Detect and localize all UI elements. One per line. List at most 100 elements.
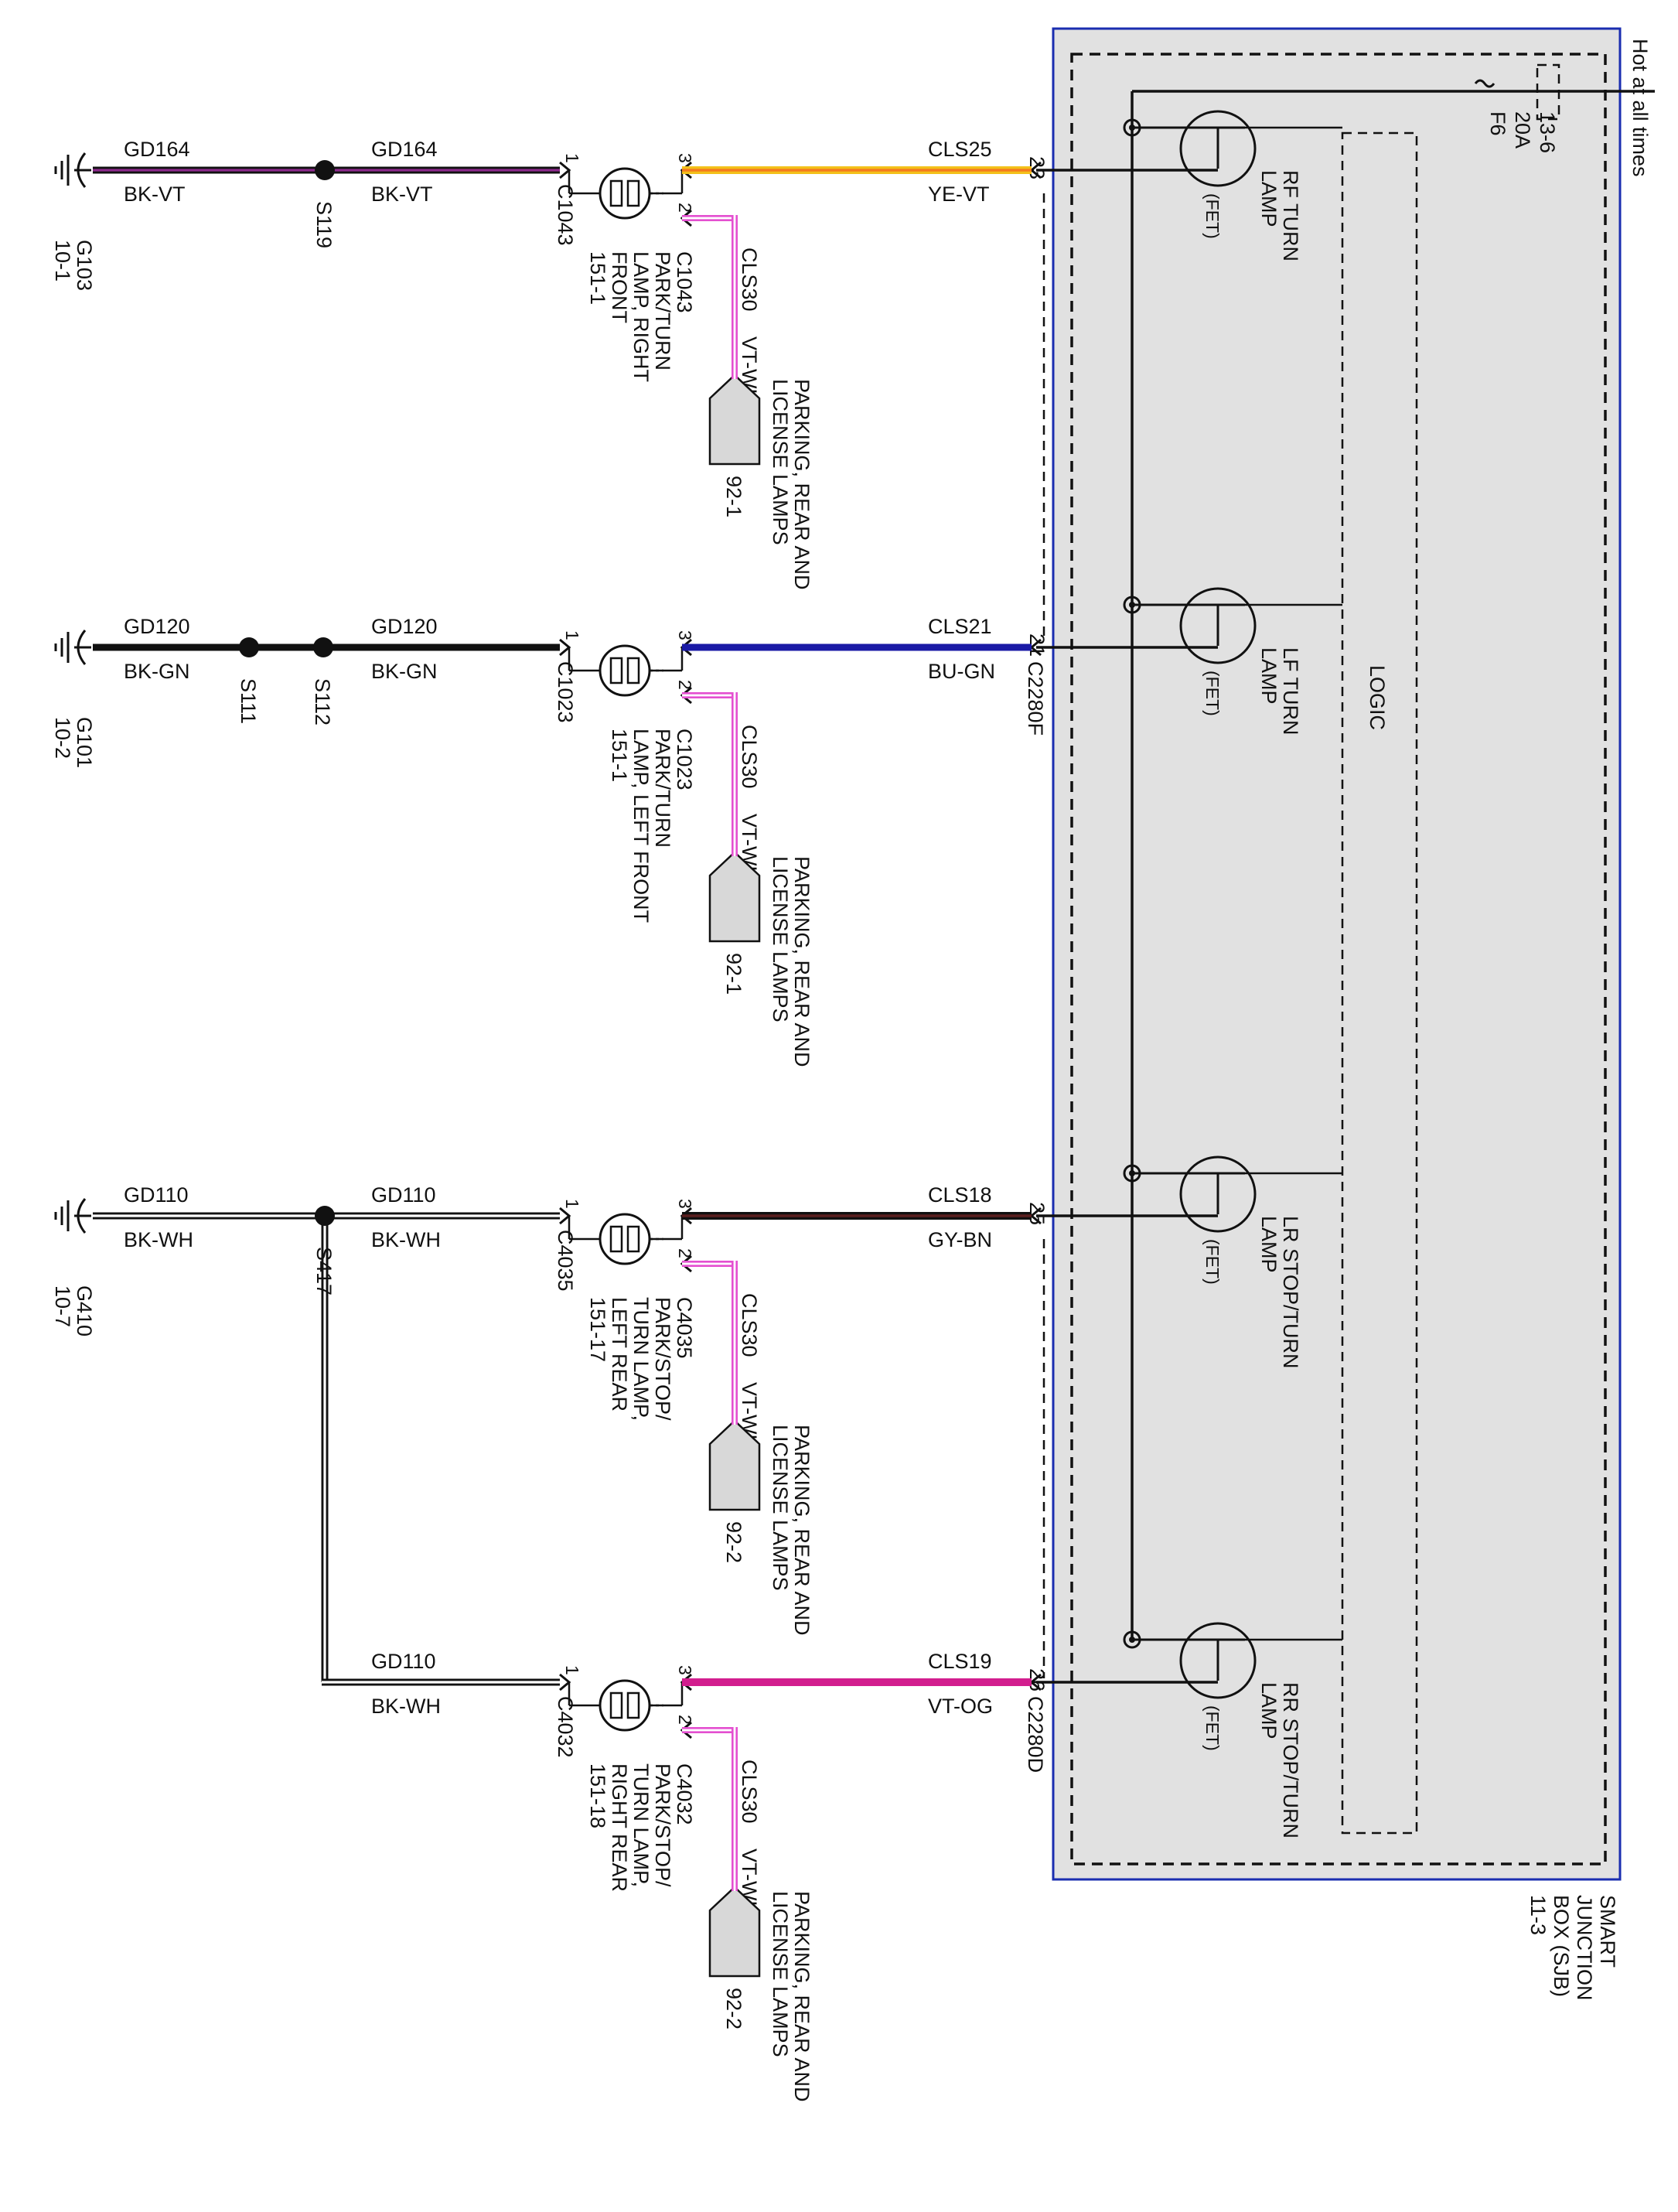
- ground-color-label: BK-WH: [371, 1695, 441, 1718]
- fet-name: LR STOP/TURN: [1279, 1216, 1302, 1369]
- ground-ref: 10-2: [51, 717, 74, 759]
- fet-name: LF TURN: [1279, 647, 1302, 736]
- pin1-arrow: [559, 161, 571, 179]
- ground-wire-label: GD110: [371, 1183, 436, 1207]
- circuit-label: CLS19: [928, 1650, 992, 1673]
- off-page-connector: [708, 374, 761, 466]
- off-page-connector: [708, 1886, 761, 1978]
- splice-label: S111: [237, 678, 260, 724]
- sjb-inner-dashed: [1070, 53, 1607, 1866]
- sjb-name-line: SMART: [1596, 1895, 1619, 1968]
- fet-name: LAMP: [1257, 1682, 1281, 1739]
- ground-id: G103: [73, 240, 96, 291]
- fet-label: (FET): [1202, 671, 1223, 716]
- lamp-name: 151-17: [586, 1297, 609, 1362]
- lamp-bulb: [599, 167, 684, 220]
- fet-name: RR STOP/TURN: [1279, 1682, 1302, 1838]
- feed-destination: PARKING, REAR AND: [790, 856, 813, 1067]
- splice-node: [313, 637, 333, 657]
- lamp-connector: C1043: [554, 184, 577, 246]
- splice-node: [315, 160, 335, 180]
- fuse-symbol: [1474, 79, 1496, 88]
- ground-wire-label: GD120: [124, 615, 190, 638]
- circuit-row: (FET)LF TURNLAMP21C2280FCLS21BU-GN32CLS3…: [554, 587, 1342, 1067]
- circuit-color-label: VT-OG: [928, 1695, 993, 1718]
- splice-node: [239, 637, 259, 657]
- lamp-pin: 1: [562, 1665, 582, 1675]
- lamp-name: LAMP, RIGHT: [629, 251, 653, 382]
- lamp-name: 151-1: [608, 729, 631, 782]
- feed-circuit-label: CLS30: [738, 725, 761, 789]
- feed-destination: LICENSE LAMPS: [769, 379, 792, 545]
- lamp-connector: C4032: [673, 1763, 696, 1825]
- fet-circle: [1179, 110, 1257, 187]
- feed-destination: LICENSE LAMPS: [769, 1425, 792, 1591]
- feed-destination: PARKING, REAR AND: [790, 1425, 813, 1636]
- ground-color-label: BK-GN: [371, 660, 438, 683]
- sjb-name-line: BOX (SJB): [1550, 1895, 1573, 1997]
- lamp-pin: 1: [562, 1199, 582, 1209]
- ground-color-label: BK-GN: [124, 660, 190, 683]
- lamp-name: PARK/STOP/: [651, 1763, 674, 1887]
- splice-label: S119: [312, 201, 336, 248]
- ground-wire-label: GD164: [124, 138, 190, 161]
- ground-color-label: BK-VT: [371, 183, 433, 206]
- feed-destination-ref: 92-1: [722, 476, 745, 517]
- fet-label: (FET): [1202, 1705, 1223, 1751]
- pin1-arrow: [559, 1673, 571, 1691]
- lamp-connector: C1043: [673, 251, 696, 313]
- sjb-outline: [1052, 27, 1622, 1881]
- fuse-holder: [1536, 63, 1560, 121]
- ground-symbol: [54, 1198, 91, 1234]
- feed-destination: LICENSE LAMPS: [769, 856, 792, 1022]
- ground-symbol: [54, 152, 91, 188]
- ground-color-label: BK-VT: [124, 183, 186, 206]
- off-page-connector: [708, 1419, 761, 1511]
- fuse-label: F6: [1486, 111, 1509, 136]
- ground-id: G101: [73, 717, 96, 768]
- lamp-bulb: [599, 1679, 684, 1732]
- fet-name: LAMP: [1257, 647, 1281, 705]
- ground-id: G410: [73, 1285, 96, 1336]
- lamp-pin: 2: [675, 680, 695, 690]
- feed-circuit-label: CLS30: [738, 1293, 761, 1357]
- ground-ref: 10-7: [51, 1285, 74, 1327]
- bulb-circle: [599, 644, 651, 697]
- circuit-color-label: YE-VT: [928, 183, 990, 206]
- bulb-circle: [599, 167, 651, 220]
- lamp-pin: 3: [675, 153, 695, 163]
- sjb-connector: C2280D: [1024, 1696, 1047, 1773]
- fet-name: LAMP: [1257, 170, 1281, 227]
- ground-ref: 10-1: [51, 240, 74, 282]
- lamp-name: TURN LAMP,: [629, 1297, 653, 1421]
- lamp-connector: C1023: [554, 661, 577, 723]
- lamp-pin: 2: [675, 203, 695, 213]
- feed-destination-ref: 92-2: [722, 1988, 745, 2029]
- lamp-name: LEFT REAR: [608, 1297, 631, 1412]
- lamp-connector: C4035: [554, 1230, 577, 1292]
- lamp-pin: 3: [675, 630, 695, 640]
- logic-block: [1341, 131, 1418, 1835]
- splice-label: S112: [311, 678, 334, 725]
- lamp-name: 151-18: [586, 1763, 609, 1828]
- off-page-connector: [708, 851, 761, 943]
- circuit-label: CLS21: [928, 615, 992, 638]
- sjb-connector: C2280F: [1024, 661, 1047, 736]
- feed-destination: PARKING, REAR AND: [790, 1891, 813, 2102]
- fet-label: (FET): [1202, 193, 1223, 239]
- lamp-name: FRONT: [608, 251, 631, 323]
- ground-color-label: BK-WH: [124, 1228, 193, 1251]
- smart-junction-box: LOGIC: [1052, 27, 1622, 1881]
- lamp-name: TURN LAMP,: [629, 1763, 653, 1887]
- lamp-bulb: [599, 644, 684, 697]
- splice-label: S417: [312, 1247, 336, 1295]
- lamp-bulb: [599, 1213, 684, 1265]
- fuse-rating: 20A: [1511, 111, 1534, 148]
- sjb-ref: 11-3: [1526, 1895, 1550, 1935]
- lamp-name: LAMP, LEFT FRONT: [629, 729, 653, 923]
